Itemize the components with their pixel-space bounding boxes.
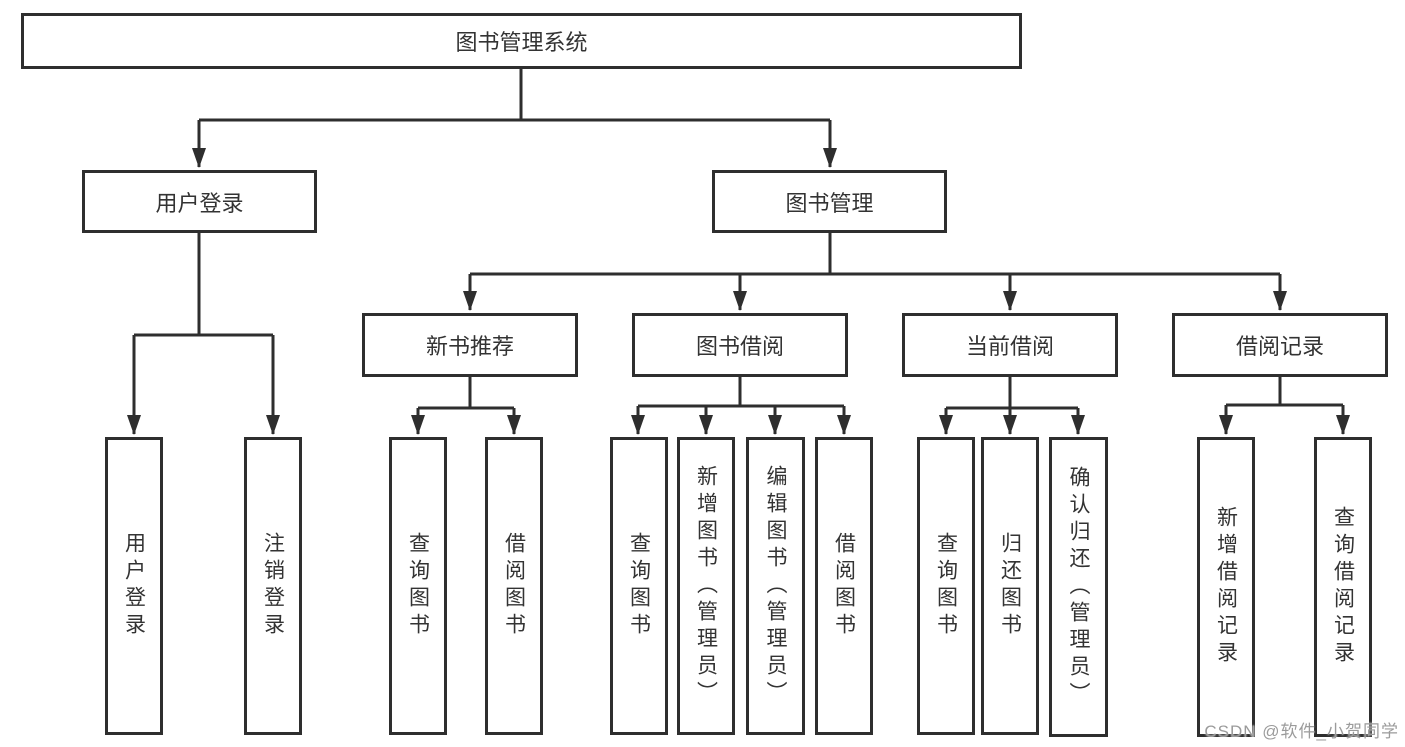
leaf-query-books-current: 查询图书 — [917, 437, 975, 735]
leaf-label: 查询图书 — [627, 532, 651, 640]
leaf-query-books-recommend: 查询图书 — [389, 437, 447, 735]
leaf-add-books-admin: 新增图书（管理员） — [677, 437, 735, 735]
node-book-borrowing: 图书借阅 — [632, 313, 848, 377]
leaf-label: 确认归还（管理员） — [1067, 465, 1090, 709]
node-library-management-system: 图书管理系统 — [21, 13, 1022, 69]
leaf-add-borrow-record: 新增借阅记录 — [1197, 437, 1255, 737]
node-label: 图书管理系统 — [455, 30, 588, 55]
node-current-borrowing: 当前借阅 — [902, 313, 1118, 377]
leaf-label: 编辑图书（管理员） — [764, 464, 787, 708]
leaf-label: 借阅图书 — [502, 532, 526, 640]
leaf-label: 新增图书（管理员） — [694, 464, 718, 708]
leaf-user-login: 用户登录 — [105, 437, 163, 735]
leaf-label: 借阅图书 — [832, 532, 856, 640]
node-label: 用户登录 — [155, 190, 244, 216]
leaf-logout-login: 注销登录 — [244, 437, 302, 735]
leaf-label: 查询借阅记录 — [1331, 506, 1355, 668]
leaf-confirm-return-admin: 确认归还（管理员） — [1049, 437, 1108, 737]
leaf-label: 用户登录 — [122, 532, 146, 640]
node-label: 新书推荐 — [425, 334, 514, 359]
leaf-return-books: 归还图书 — [981, 437, 1039, 735]
watermark-text: CSDN @软件_小贺同学 — [1204, 722, 1399, 741]
node-user-login: 用户登录 — [82, 170, 317, 233]
leaf-borrow-books-recommend: 借阅图书 — [485, 437, 543, 735]
leaf-query-books-borrowing: 查询图书 — [610, 437, 668, 735]
leaf-label: 注销登录 — [261, 532, 285, 640]
node-book-management: 图书管理 — [712, 170, 947, 233]
node-label: 图书借阅 — [695, 334, 784, 359]
node-new-book-recommendation: 新书推荐 — [362, 313, 578, 377]
leaf-query-borrow-record: 查询借阅记录 — [1314, 437, 1372, 737]
leaf-label: 查询图书 — [934, 532, 958, 640]
node-label: 图书管理 — [785, 190, 874, 216]
leaf-label: 查询图书 — [406, 532, 430, 640]
leaf-edit-books-admin: 编辑图书（管理员） — [746, 437, 805, 735]
node-label: 当前借阅 — [965, 334, 1054, 359]
node-borrowing-records: 借阅记录 — [1172, 313, 1388, 377]
leaf-borrow-books-borrowing: 借阅图书 — [815, 437, 873, 735]
node-label: 借阅记录 — [1235, 334, 1324, 359]
leaf-label: 归还图书 — [998, 532, 1022, 640]
leaf-label: 新增借阅记录 — [1214, 506, 1238, 668]
